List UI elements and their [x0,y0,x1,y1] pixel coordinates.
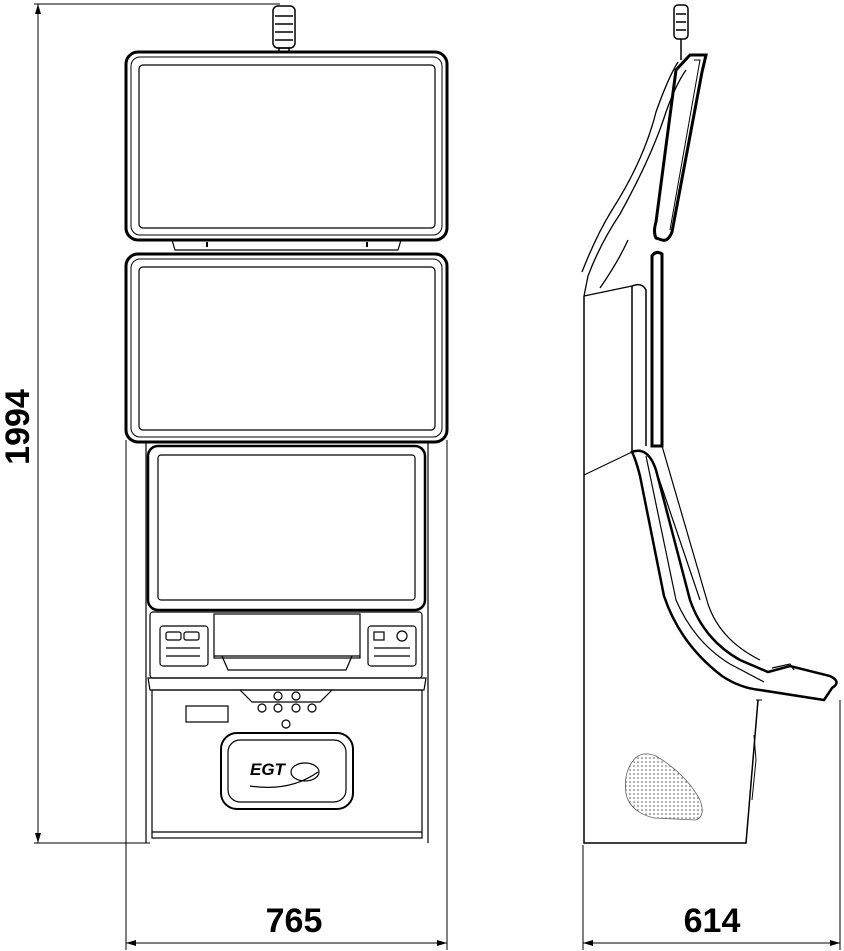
round-button-icon [257,691,317,729]
middle-monitor-side [650,250,664,448]
speaker-grille-icon [624,753,703,821]
top-monitor-side [653,53,708,242]
egt-logo-text: EGT [250,760,285,779]
tower-light-icon [272,5,296,53]
tower-light-side-icon [673,4,689,60]
dimension-lines [34,3,841,950]
middle-monitor [124,252,449,444]
top-monitor [124,50,449,251]
cabinet-side-body [583,296,759,844]
top-monitor-arm [583,69,687,297]
front-view [124,5,449,843]
lower-cabinet [145,442,429,843]
width-dimension-label: 765 [265,902,323,940]
depth-dimension-label: 614 [683,902,741,940]
lower-console-side [630,449,838,702]
height-dimension-label: 1994 [0,389,37,465]
side-view [581,4,838,844]
